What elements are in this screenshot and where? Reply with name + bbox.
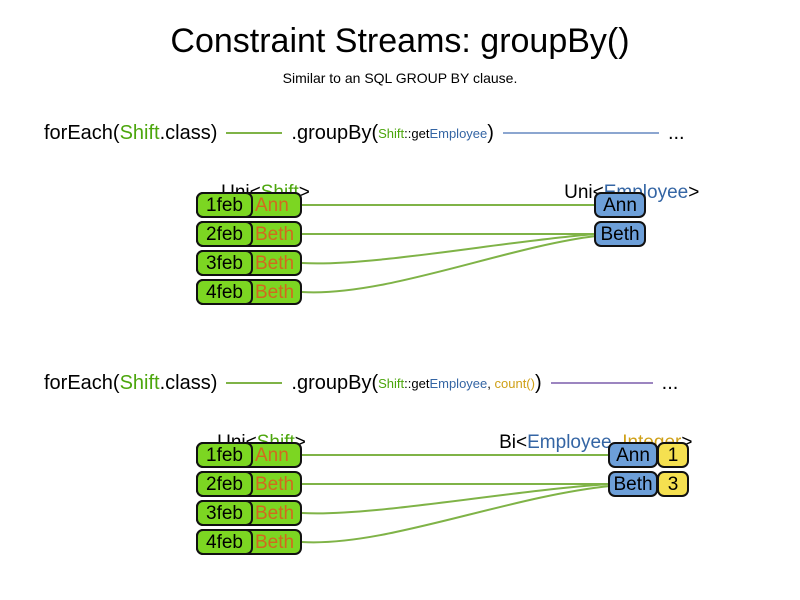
code-line-groupby-count: forEach( Shift .class) .groupBy( Shift :…: [44, 369, 678, 397]
code-arg-employee: Employee: [429, 125, 488, 141]
table-row: Beth 2feb: [196, 471, 302, 497]
code-foreach: forEach(: [44, 121, 120, 144]
date-cell: 3feb: [196, 500, 253, 526]
connector-line-s1-r4-beth: [301, 235, 597, 294]
slide-subtitle: Similar to an SQL GROUP BY clause.: [282, 70, 518, 86]
label-prefix: Bi<: [499, 432, 528, 453]
shift-table-1: Ann 1feb Beth 2feb Beth 3feb Beth 4feb: [196, 192, 302, 308]
table-row: Beth 4feb: [196, 529, 302, 555]
code-ellipsis: ...: [667, 121, 685, 144]
code-arg-getter: ::get: [404, 125, 430, 141]
code-paren-close: ): [487, 121, 494, 144]
flow-line-blue: [502, 132, 659, 134]
employee-group-box: Ann: [608, 442, 658, 468]
count-box: 1: [657, 442, 689, 468]
count-box: 3: [657, 471, 689, 497]
table-row: Beth 3feb: [196, 250, 302, 276]
table-row: Ann 1feb: [196, 192, 302, 218]
table-row: Beth 4feb: [196, 279, 302, 305]
code-ellipsis: ...: [661, 371, 679, 394]
flow-line-purple: [550, 382, 653, 384]
code-comma: ,: [487, 375, 495, 391]
code-line-groupby-single: forEach( Shift .class) .groupBy( Shift :…: [44, 119, 685, 147]
group-row: Beth: [594, 221, 646, 247]
date-cell: 2feb: [196, 221, 253, 247]
code-shift-type: Shift: [119, 371, 160, 394]
code-paren-close: ): [534, 371, 542, 394]
connector-line-s1-r3-beth: [301, 233, 597, 265]
date-cell: 1feb: [196, 192, 253, 218]
flow-line-green: [226, 382, 283, 384]
code-arg-employee: Employee: [429, 375, 488, 391]
date-cell: 4feb: [196, 279, 253, 305]
employee-group-box: Beth: [594, 221, 646, 247]
employee-group-box: Ann: [594, 192, 646, 218]
code-class-close: .class): [159, 371, 218, 394]
label-type-employee: Employee: [527, 432, 612, 453]
code-groupby: .groupBy(: [291, 121, 379, 144]
code-arg-getter: ::get: [404, 375, 430, 391]
table-row: Ann 1feb: [196, 442, 302, 468]
date-cell: 1feb: [196, 442, 253, 468]
code-foreach: forEach(: [44, 371, 120, 394]
slide-title: Constraint Streams: groupBy(): [170, 22, 630, 60]
code-shift-type: Shift: [119, 121, 160, 144]
code-arg-shift: Shift: [378, 125, 405, 141]
date-cell: 4feb: [196, 529, 253, 555]
shift-table-2: Ann 1feb Beth 2feb Beth 3feb Beth 4feb: [196, 442, 302, 558]
label-suffix: >: [681, 432, 693, 453]
label-prefix: Uni<: [564, 182, 604, 203]
label-suffix: >: [294, 432, 306, 453]
group-result-1: Ann Beth: [594, 192, 646, 250]
flow-line-green: [226, 132, 283, 134]
table-row: Beth 2feb: [196, 221, 302, 247]
connector-line-s2-r4-beth: [301, 485, 611, 544]
group-result-2: Ann 1 Beth 3: [608, 442, 689, 500]
group-row: Ann 1: [608, 442, 689, 468]
code-class-close: .class): [159, 121, 218, 144]
date-cell: 2feb: [196, 471, 253, 497]
code-groupby: .groupBy(: [291, 371, 379, 394]
code-count-collector: count(): [494, 375, 535, 391]
group-row: Beth 3: [608, 471, 689, 497]
label-suffix: >: [688, 182, 700, 203]
employee-group-box: Beth: [608, 471, 658, 497]
label-suffix: >: [298, 182, 310, 203]
group-row: Ann: [594, 192, 646, 218]
table-row: Beth 3feb: [196, 500, 302, 526]
date-cell: 3feb: [196, 250, 253, 276]
code-arg-shift: Shift: [378, 375, 405, 391]
connector-line-s2-r3-beth: [301, 483, 611, 515]
